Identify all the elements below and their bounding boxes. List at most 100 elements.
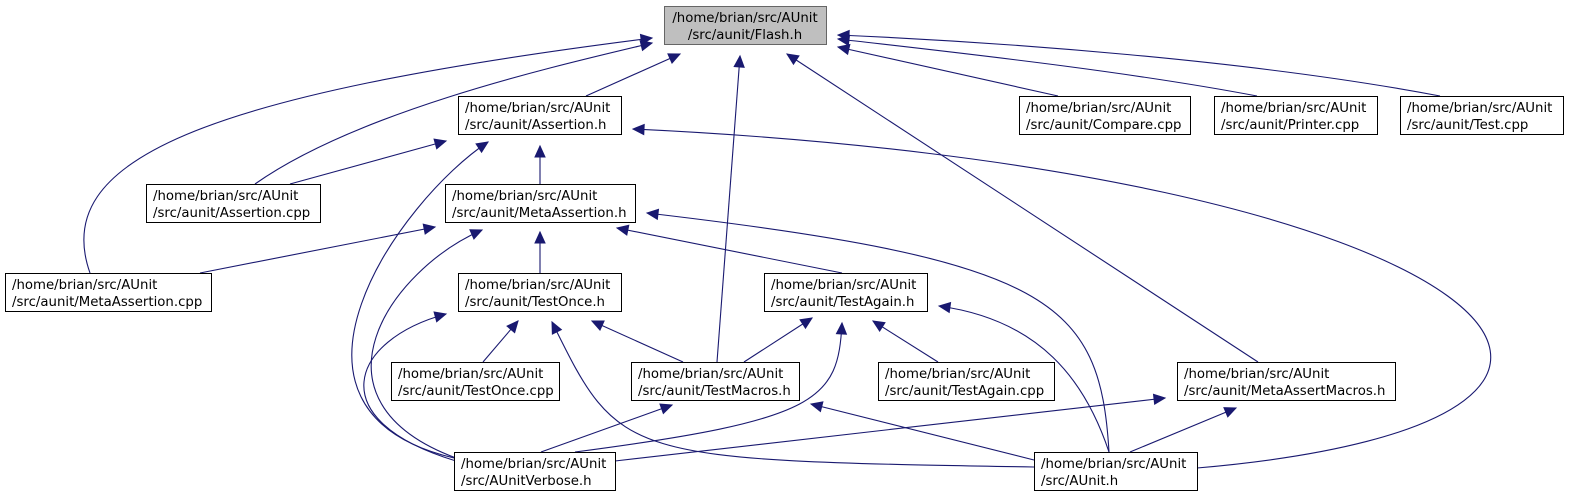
node-label-path: /home/brian/src/AUnit <box>1184 367 1329 382</box>
node-testonce_h[interactable]: /home/brian/src/AUnit/src/aunit/TestOnce… <box>458 273 622 312</box>
node-label-path: /home/brian/src/AUnit <box>1407 101 1552 116</box>
edge-metaassertion_cpp-to-metaassertion_h <box>199 223 437 274</box>
node-label-file: /src/aunit/TestAgain.cpp <box>885 384 1044 399</box>
node-label-path: /home/brian/src/AUnit <box>461 457 606 472</box>
arrowhead <box>1223 407 1238 418</box>
node-label-file: /src/aunit/TestAgain.h <box>771 295 914 310</box>
edge-aunit_h-to-assertion_h <box>631 123 1492 469</box>
arrowhead <box>659 403 674 415</box>
edge-aunit_h-to-testmacros_h <box>809 401 1035 461</box>
edge-testmacros_h-to-testagain_h <box>743 317 814 363</box>
node-box <box>1177 362 1396 401</box>
node-testmacros_h[interactable]: /home/brian/src/AUnit/src/aunit/TestMacr… <box>631 362 800 401</box>
node-label-path: /home/brian/src/AUnit <box>885 367 1030 382</box>
edge-compare_cpp-to-flash <box>836 43 1059 97</box>
node-label-file: /src/aunit/MetaAssertMacros.h <box>1184 384 1385 399</box>
arrowhead <box>534 230 546 244</box>
edge-testonce_h-to-metaassertion_h <box>534 230 546 273</box>
node-metaassertion_h[interactable]: /home/brian/src/AUnit/src/aunit/MetaAsse… <box>445 184 636 223</box>
edge-assertion_cpp-to-assertion_h <box>289 138 448 185</box>
node-assertion_h[interactable]: /home/brian/src/AUnit/src/aunit/Assertio… <box>458 96 622 135</box>
node-testagain_cpp[interactable]: /home/brian/src/AUnit/src/aunit/TestAgai… <box>878 362 1055 401</box>
arrowhead <box>534 144 546 158</box>
edge-testagain_cpp-to-testagain_h <box>871 320 939 363</box>
node-flash[interactable]: /home/brian/src/AUnit/src/aunit/Flash.h <box>664 6 827 45</box>
node-label-file: /src/aunit/Test.cpp <box>1407 118 1528 133</box>
node-label-file: /src/aunit/MetaAssertion.h <box>452 206 627 221</box>
node-printer_cpp[interactable]: /home/brian/src/AUnit/src/aunit/Printer.… <box>1214 96 1378 135</box>
node-metaassertion_cpp[interactable]: /home/brian/src/AUnit/src/aunit/MetaAsse… <box>5 273 212 312</box>
node-box <box>391 362 560 401</box>
node-box <box>1019 96 1191 135</box>
nodes-layer: /home/brian/src/AUnit/src/aunit/Flash.h/… <box>5 6 1564 491</box>
arrowhead <box>506 320 519 334</box>
arrowhead <box>590 320 605 331</box>
node-label-file: /src/aunit/MetaAssertion.cpp <box>12 295 202 310</box>
node-label-file: /src/aunit/TestMacros.h <box>638 384 791 399</box>
node-box <box>878 362 1055 401</box>
edge-metaassertion_cpp-to-flash <box>83 33 654 274</box>
edge-aunitverbose_h-to-metaassertmacros_h <box>614 393 1167 462</box>
node-label-path: /home/brian/src/AUnit <box>771 278 916 293</box>
arrowhead <box>871 320 886 333</box>
node-box <box>5 273 212 312</box>
arrowhead <box>631 123 645 136</box>
edge-assertion_h-to-flash <box>585 53 682 97</box>
node-metaassertmacros_h[interactable]: /home/brian/src/AUnit/src/aunit/MetaAsse… <box>1177 362 1396 401</box>
edge-testonce_cpp-to-testonce_h <box>482 320 519 363</box>
arrowhead <box>809 401 824 413</box>
node-testagain_h[interactable]: /home/brian/src/AUnit/src/aunit/TestAgai… <box>764 273 928 312</box>
arrowhead <box>469 229 484 240</box>
edges-layer <box>83 29 1492 469</box>
node-label-file: /src/aunit/TestOnce.cpp <box>398 384 554 399</box>
arrowhead <box>433 138 448 150</box>
edge-aunit_h-to-testagain_h <box>937 301 1110 453</box>
arrowhead <box>433 311 448 323</box>
node-testonce_cpp[interactable]: /home/brian/src/AUnit/src/aunit/TestOnce… <box>391 362 560 401</box>
edge-testagain_h-to-metaassertion_h <box>615 224 843 274</box>
node-label-path: /home/brian/src/AUnit <box>1221 101 1366 116</box>
node-label-file: /src/AUnit.h <box>1041 474 1118 489</box>
node-aunitverbose_h[interactable]: /home/brian/src/AUnit/src/AUnitVerbose.h <box>454 452 616 491</box>
node-compare_cpp[interactable]: /home/brian/src/AUnit/src/aunit/Compare.… <box>1019 96 1191 135</box>
node-box <box>146 184 321 223</box>
node-label-path: /home/brian/src/AUnit <box>672 11 817 26</box>
node-label-file: /src/AUnitVerbose.h <box>461 474 592 489</box>
edge-printer_cpp-to-flash <box>836 34 1258 97</box>
node-box <box>458 273 622 312</box>
arrowhead <box>639 33 654 46</box>
edge-test_cpp-to-flash <box>836 29 1441 97</box>
edge-testmacros_h-to-testonce_h <box>590 320 684 363</box>
edge-metaassertion_h-to-assertion_h <box>534 144 546 184</box>
arrowhead <box>835 321 848 335</box>
arrowhead <box>615 224 630 236</box>
node-box <box>1400 96 1564 135</box>
arrowhead <box>667 53 682 64</box>
node-box <box>664 6 827 45</box>
edge-aunitverbose_h-to-testmacros_h <box>540 403 674 453</box>
node-label-file: /src/aunit/TestOnce.h <box>465 295 605 310</box>
node-box <box>1034 452 1198 491</box>
arrowhead <box>785 53 800 66</box>
edge-metaassertmacros_h-to-flash <box>785 53 1259 363</box>
node-label-path: /home/brian/src/AUnit <box>638 367 783 382</box>
arrowhead <box>645 208 660 221</box>
edge-aunitverbose_h-to-metaassertion_h <box>370 229 484 459</box>
node-label-path: /home/brian/src/AUnit <box>1026 101 1171 116</box>
arrowhead <box>836 29 850 42</box>
arrowhead <box>422 223 437 235</box>
edge-aunit_h-to-testonce_h <box>551 320 1035 468</box>
node-label-file: /src/aunit/Flash.h <box>688 28 802 43</box>
node-test_cpp[interactable]: /home/brian/src/AUnit/src/aunit/Test.cpp <box>1400 96 1564 135</box>
node-box <box>445 184 636 223</box>
node-label-path: /home/brian/src/AUnit <box>12 278 157 293</box>
node-label-file: /src/aunit/Compare.cpp <box>1026 118 1182 133</box>
arrowhead <box>733 54 745 68</box>
arrowhead <box>937 301 952 314</box>
arrowhead <box>1152 393 1167 406</box>
node-assertion_cpp[interactable]: /home/brian/src/AUnit/src/aunit/Assertio… <box>146 184 321 223</box>
node-aunit_h[interactable]: /home/brian/src/AUnit/src/AUnit.h <box>1034 452 1198 491</box>
edge-aunit_h-to-metaassertion_h <box>645 208 1110 453</box>
node-label-path: /home/brian/src/AUnit <box>465 101 610 116</box>
